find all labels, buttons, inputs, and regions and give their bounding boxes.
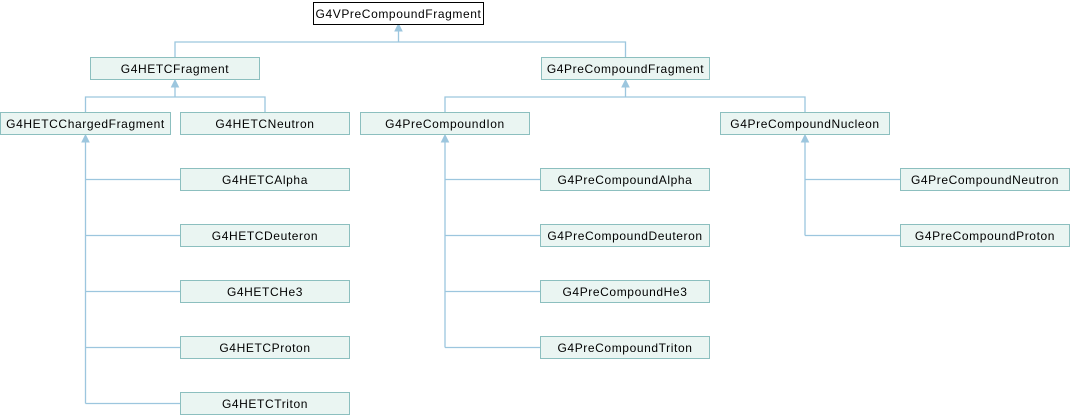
arrowhead-icon [621, 78, 630, 88]
class-node-g4hetcalpha[interactable]: G4HETCAlpha [180, 168, 350, 191]
arrowhead-icon [440, 133, 450, 143]
class-node-g4precompounddeuteron[interactable]: G4PreCompoundDeuteron [540, 224, 710, 247]
class-node-g4hetcfragment[interactable]: G4HETCFragment [90, 57, 260, 80]
class-node-g4hetctriton[interactable]: G4HETCTriton [180, 392, 350, 415]
class-node-g4precompoundion[interactable]: G4PreCompoundIon [360, 112, 530, 135]
class-node-g4precompoundtriton[interactable]: G4PreCompoundTriton [540, 336, 710, 359]
arrowhead-icon [394, 22, 403, 32]
class-node-g4precompoundalpha[interactable]: G4PreCompoundAlpha [540, 168, 710, 191]
class-node-g4hetcproton[interactable]: G4HETCProton [180, 336, 350, 359]
class-node-g4hetcchargedfragment[interactable]: G4HETCChargedFragment [0, 112, 171, 135]
arrowhead-icon [170, 78, 180, 88]
class-node-g4precompoundnucleon[interactable]: G4PreCompoundNucleon [720, 112, 890, 135]
edge-group-precompoundion [440, 133, 540, 349]
edge-group-root [174, 22, 627, 57]
edge-group-precompoundnucleon [800, 133, 900, 237]
class-node-g4vprecompoundfragment: G4VPreCompoundFragment [313, 2, 484, 25]
edge-group-hetcfragment [84, 78, 266, 112]
class-node-g4precompoundneutron[interactable]: G4PreCompoundNeutron [900, 168, 1070, 191]
class-node-g4hetche3[interactable]: G4HETCHe3 [180, 280, 350, 303]
class-node-g4precompoundfragment[interactable]: G4PreCompoundFragment [541, 57, 710, 80]
arrowhead-icon [800, 133, 810, 143]
edge-group-precompoundfragment [444, 78, 806, 112]
arrowhead-icon [81, 133, 90, 143]
class-node-g4hetcneutron[interactable]: G4HETCNeutron [180, 112, 350, 135]
edge-group-hetcchargedfragment [81, 133, 180, 405]
class-node-g4hetcdeuteron[interactable]: G4HETCDeuteron [180, 224, 350, 247]
class-node-g4precompoundhe3[interactable]: G4PreCompoundHe3 [540, 280, 710, 303]
class-node-g4precompoundproton[interactable]: G4PreCompoundProton [900, 224, 1070, 247]
